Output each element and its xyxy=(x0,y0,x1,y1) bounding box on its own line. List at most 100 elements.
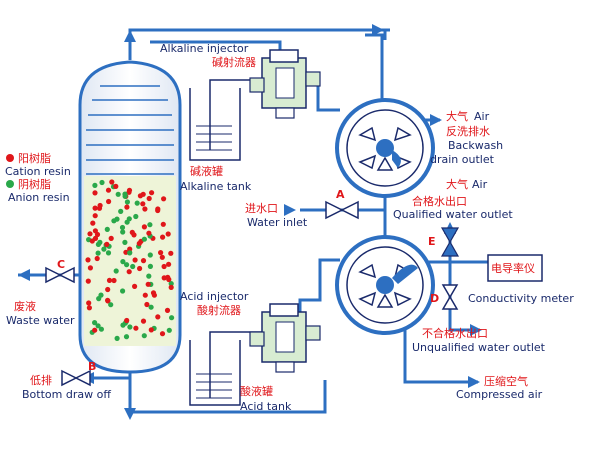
resin-bead xyxy=(148,327,154,333)
air1-label-en: Air xyxy=(474,110,490,123)
resin-bead xyxy=(109,179,115,185)
valve-a[interactable] xyxy=(325,200,359,220)
alkaline-injector-label-en: Alkaline injector xyxy=(160,42,249,55)
resin-bead xyxy=(133,325,139,331)
valve-b[interactable] xyxy=(61,369,91,387)
valve-e-label: E xyxy=(428,235,436,248)
resin-bead xyxy=(119,224,126,231)
resin-bead xyxy=(150,290,157,296)
resin-bead xyxy=(94,231,101,238)
resin-bead xyxy=(105,297,111,303)
compressed-label-en: Compressed air xyxy=(456,388,543,401)
resin-bead xyxy=(105,187,112,193)
qualified-label-cn: 合格水出口 xyxy=(412,194,467,208)
alkaline-injector-label-cn: 碱射流器 xyxy=(212,55,256,69)
air2-label-en: Air xyxy=(472,178,488,191)
backwash-label-cn: 反洗排水 xyxy=(446,124,490,138)
cation-resin-label-en: Cation resin xyxy=(5,165,71,178)
resin-bead xyxy=(140,201,146,207)
resin-bead xyxy=(132,257,138,263)
resin-bead xyxy=(141,224,147,230)
resin-bead xyxy=(164,307,171,313)
resin-bead xyxy=(92,235,99,241)
resin-bead xyxy=(130,263,136,270)
resin-bead xyxy=(132,283,138,289)
water-inlet-label-cn: 进水口 xyxy=(245,202,278,215)
resin-bead xyxy=(159,331,166,337)
resin-bead xyxy=(166,261,172,267)
resin-bead xyxy=(87,265,93,271)
valve-d[interactable] xyxy=(441,284,459,310)
arrow-up-column xyxy=(124,30,136,42)
resin-bead xyxy=(120,288,126,294)
arrow-backwash xyxy=(430,114,442,126)
upper-control-valve xyxy=(335,98,435,198)
resin-bead xyxy=(168,284,174,290)
resin-bead xyxy=(104,241,110,247)
backwash-label-en2: drain outlet xyxy=(430,153,495,166)
arrow-waste xyxy=(18,269,30,281)
resin-bead xyxy=(146,273,152,279)
resin-bead xyxy=(98,326,104,332)
resin-bead xyxy=(144,301,150,308)
valve-c[interactable] xyxy=(45,266,75,284)
acid-tank-label-en: Acid tank xyxy=(240,400,292,413)
cation-resin-label-cn: 阳树脂 xyxy=(18,151,51,165)
resin-bead xyxy=(111,218,117,224)
resin-bead xyxy=(92,190,98,196)
acid-tank-label-cn: 酸液罐 xyxy=(240,384,273,398)
cation-resin-dot xyxy=(6,154,14,162)
resin-bead xyxy=(92,205,98,211)
valve-e[interactable] xyxy=(440,227,460,257)
valve-d-label: D xyxy=(430,292,439,305)
resin-bead xyxy=(134,200,140,206)
pipe-acid-up xyxy=(298,258,340,320)
resin-bead xyxy=(92,213,98,219)
resin-bead xyxy=(141,333,147,339)
compressed-label-cn: 压缩空气 xyxy=(484,374,528,388)
resin-bead xyxy=(141,236,147,242)
conductivity-label-cn: 电导率仪 xyxy=(491,261,535,275)
anion-resin-label-en: Anion resin xyxy=(8,191,70,204)
resin-bead xyxy=(106,277,113,283)
resin-bead xyxy=(155,207,161,214)
resin-bead xyxy=(146,195,152,202)
resin-bead xyxy=(158,250,164,256)
resin-bead xyxy=(113,268,119,274)
resin-bead xyxy=(124,317,130,324)
alkaline-tank-label-cn: 碱液罐 xyxy=(190,164,223,178)
ion-exchange-column xyxy=(78,60,182,374)
resin-bead xyxy=(126,189,132,195)
resin-bead xyxy=(127,246,133,252)
resin-bead xyxy=(169,315,175,321)
arrow-right-top xyxy=(372,24,384,36)
resin-bead xyxy=(122,191,128,197)
resin-bead xyxy=(95,323,101,329)
resin-bead xyxy=(120,322,126,328)
resin-bead xyxy=(122,239,128,245)
resin-bead xyxy=(147,263,153,269)
resin-bead xyxy=(111,277,117,284)
resin-bead xyxy=(129,229,135,235)
pipe-top-right xyxy=(365,33,384,100)
resin-bead xyxy=(87,231,93,237)
arrow-unqualified xyxy=(470,324,482,336)
qualified-label-en: Qualified water outlet xyxy=(393,208,513,221)
pipe-alkaline-out xyxy=(316,82,340,112)
resin-bead xyxy=(137,193,143,199)
resin-bead xyxy=(108,302,114,308)
anion-resin-dot xyxy=(6,180,14,188)
air1-label-cn: 大气 xyxy=(446,109,468,123)
acid-injector xyxy=(249,303,321,373)
resin-bead xyxy=(85,278,91,284)
arrow-compressed xyxy=(468,376,480,388)
resin-bead xyxy=(161,196,167,202)
valve-b-label: B xyxy=(88,360,96,373)
resin-bead xyxy=(166,327,172,333)
resin-bead xyxy=(149,190,155,196)
resin-bead xyxy=(104,226,110,232)
conductivity-meter-box xyxy=(487,254,543,282)
resin-bead xyxy=(140,318,147,324)
